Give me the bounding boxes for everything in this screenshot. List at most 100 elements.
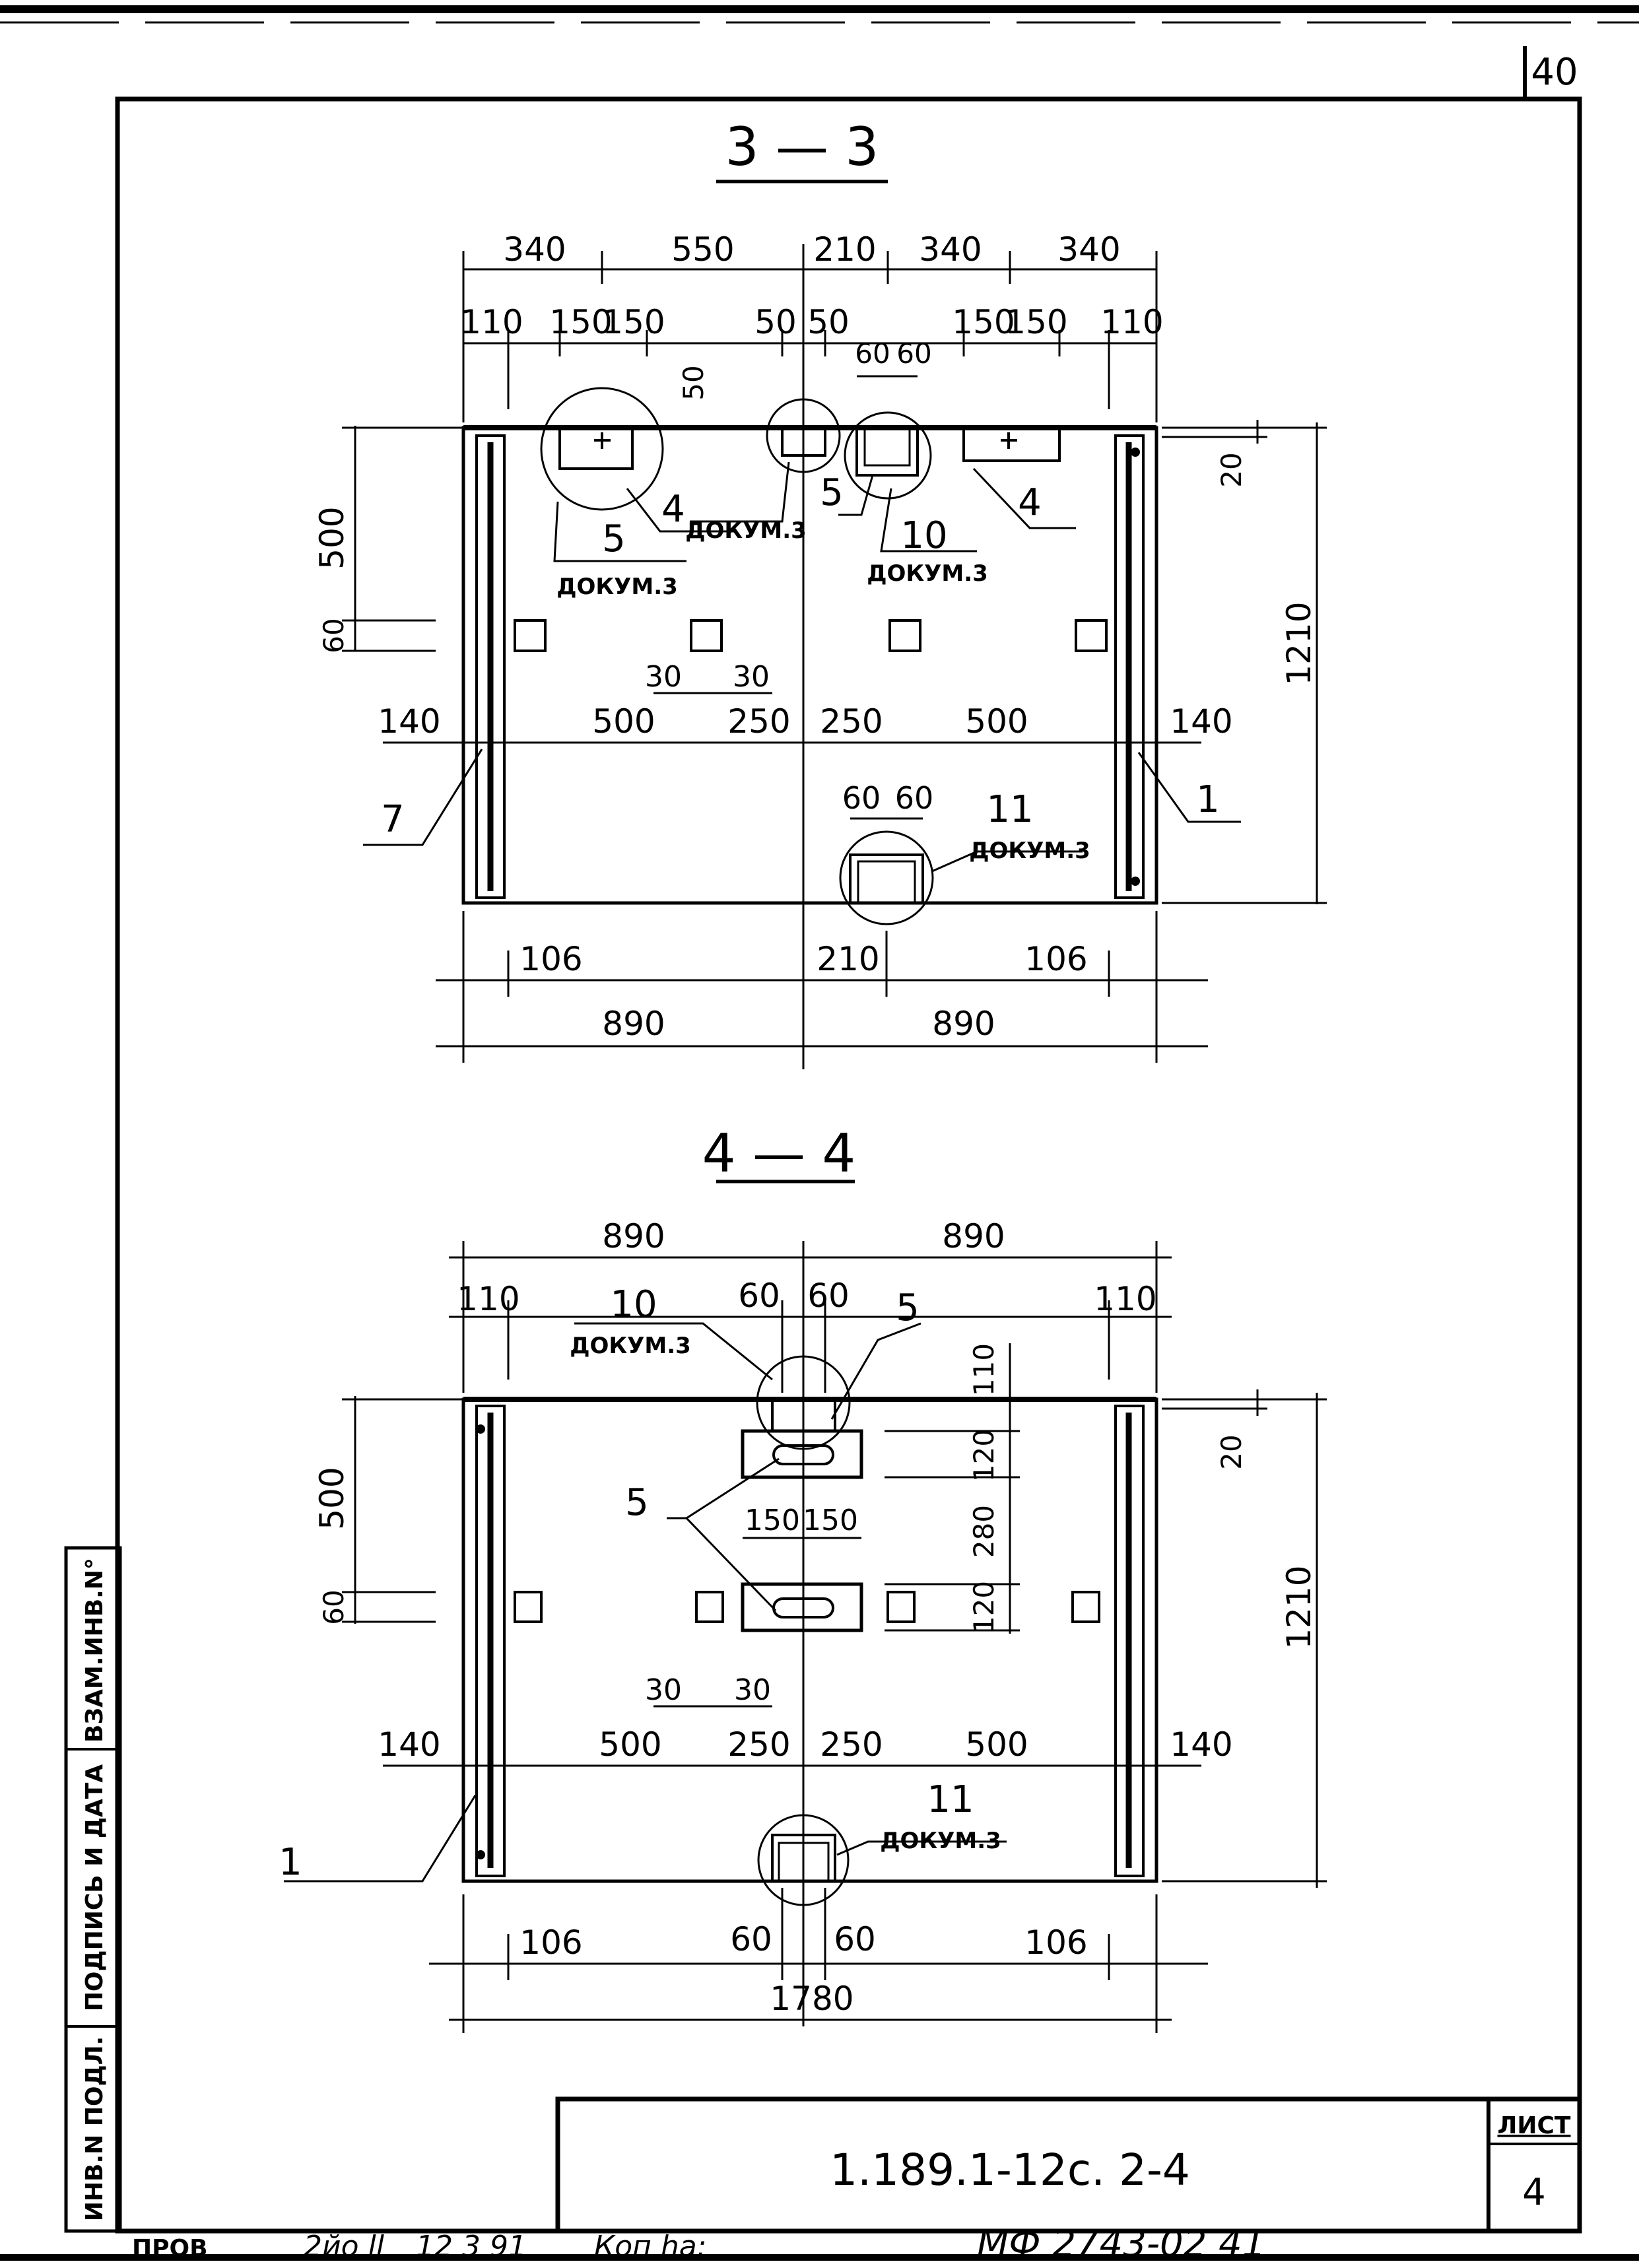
list-label: ЛИСТ bbox=[1497, 2112, 1570, 2139]
section-4-4: 4 — 4 890 bbox=[279, 1123, 1327, 2033]
page-number: 40 bbox=[1531, 51, 1578, 94]
callout-44-5b: 5 bbox=[625, 1481, 649, 1524]
dim-33-sub-left-1: 150 bbox=[549, 303, 612, 341]
dim-33-top-1: 550 bbox=[671, 230, 734, 269]
dim-33-row-3: 250 bbox=[820, 702, 883, 741]
dim-44-sub-2: 60 bbox=[807, 1277, 850, 1315]
dim-33-top-4: 340 bbox=[1057, 230, 1120, 269]
dim-33-top-2: 210 bbox=[813, 230, 876, 269]
dim-44-vert-2: 280 bbox=[968, 1505, 1000, 1558]
callout-44-11-doc: ДОКУМ.3 bbox=[880, 1828, 1001, 1854]
dim-44-bottom-0: 106 bbox=[519, 1923, 582, 1962]
dim-44-left-1: 60 bbox=[318, 1589, 350, 1624]
dim-33-sub-right-0: 150 bbox=[952, 303, 1015, 341]
dim-33-top-3: 340 bbox=[919, 230, 982, 269]
dim-44-sub-1: 60 bbox=[738, 1277, 780, 1315]
callout-44-5a: 5 bbox=[896, 1286, 920, 1329]
dim-44-inner-1: 30 bbox=[734, 1673, 771, 1707]
dim-33-lower-0: 60 bbox=[842, 780, 881, 816]
dim-44-bottom-3: 106 bbox=[1024, 1923, 1087, 1962]
dim-44-mid-1: 150 bbox=[803, 1504, 858, 1537]
dim-44-top-0: 890 bbox=[602, 1217, 665, 1255]
dim-33-right-20: 20 bbox=[1215, 452, 1248, 487]
dim-44-vert-0: 110 bbox=[968, 1343, 1000, 1396]
dim-44-sub-0: 110 bbox=[457, 1280, 519, 1318]
dim-44-row-2: 250 bbox=[727, 1725, 790, 1764]
callout-33-4a: 4 bbox=[661, 488, 685, 531]
dim-44-inner-0: 30 bbox=[645, 1673, 682, 1707]
callout-44-10-doc: ДОКУМ.3 bbox=[570, 1333, 691, 1359]
page-number-box: 40 bbox=[1523, 46, 1581, 100]
callout-33-5a-doc: ДОКУМ.3 bbox=[556, 574, 678, 600]
callout-33-11-doc: ДОКУМ.3 bbox=[969, 838, 1090, 864]
dim-44-sub-3: 110 bbox=[1094, 1280, 1156, 1318]
dim-33-total-0: 890 bbox=[602, 1005, 665, 1043]
dim-33-row-1: 500 bbox=[592, 702, 655, 741]
callout-33-10-doc: ДОКУМ.3 bbox=[867, 560, 988, 587]
dim-44-top-1: 890 bbox=[942, 1217, 1005, 1255]
dim-33-vert-50: 50 bbox=[677, 365, 710, 400]
callout-33-4b: 4 bbox=[1018, 481, 1042, 524]
dim-33-row-4: 500 bbox=[965, 702, 1028, 741]
dim-44-row-0: 140 bbox=[378, 1725, 440, 1764]
side-stamp: ВЗАМ.ИНВ.N° ПОДПИСЬ И ДАТА ИНВ.N ПОДЛ. bbox=[64, 1546, 122, 2233]
dim-44-row-5: 140 bbox=[1170, 1725, 1232, 1764]
dim-33-right-1210: 1210 bbox=[1280, 601, 1318, 685]
dim-33-sub-left-0: 110 bbox=[460, 303, 523, 341]
dim-33-inner-0: 30 bbox=[645, 660, 682, 694]
section-4-4-title: 4 — 4 bbox=[702, 1123, 856, 1184]
footer-date: 12 3 91 bbox=[416, 2230, 527, 2263]
list-number: 4 bbox=[1522, 2171, 1546, 2214]
dim-33-left-1: 60 bbox=[318, 618, 350, 653]
callout-33-11: 11 bbox=[986, 788, 1033, 831]
dim-44-bottom-1: 60 bbox=[730, 1920, 772, 1958]
dim-44-vert-3: 120 bbox=[968, 1581, 1000, 1634]
section-3-3: 3 — 3 bbox=[313, 116, 1327, 1069]
dim-33-row-5: 140 bbox=[1170, 702, 1232, 741]
footer: ПРОВ 2йо ll 12 3 91 Коп ha: МФ 2743-02 4… bbox=[132, 2222, 1265, 2265]
dim-33-left-0: 500 bbox=[313, 506, 351, 569]
dim-44-vert-1: 120 bbox=[968, 1429, 1000, 1482]
callout-44-11: 11 bbox=[927, 1778, 974, 1821]
dim-44-right-1210: 1210 bbox=[1280, 1565, 1318, 1649]
dim-44-right-20: 20 bbox=[1215, 1434, 1248, 1469]
dim-33-bottom-1: 210 bbox=[817, 940, 879, 978]
stamp-original-inv: ИНВ.N ПОДЛ. bbox=[81, 2036, 108, 2221]
title-block: 1.189.1-12с. 2-4 ЛИСТ 4 bbox=[555, 2096, 1582, 2234]
callout-33-7: 7 bbox=[381, 798, 405, 841]
footer-kop: Коп ha: bbox=[594, 2230, 707, 2263]
dim-44-bottom-2: 60 bbox=[834, 1920, 876, 1958]
dim-33-bottom-2: 106 bbox=[1024, 940, 1087, 978]
dim-33-sub-right-2: 110 bbox=[1100, 303, 1163, 341]
section-3-3-title: 3 — 3 bbox=[725, 116, 879, 178]
footer-sign: 2йо ll bbox=[304, 2230, 385, 2263]
dim-33-sub-mid2-0: 60 bbox=[855, 337, 890, 370]
dim-44-row-1: 500 bbox=[599, 1725, 661, 1764]
callout-33-5a: 5 bbox=[602, 517, 626, 560]
dim-44-total: 1780 bbox=[770, 1980, 853, 2018]
stamp-sign-date: ПОДПИСЬ И ДАТА bbox=[81, 1764, 108, 2012]
footer-prov: ПРОВ bbox=[132, 2235, 208, 2262]
dim-33-bottom-0: 106 bbox=[519, 940, 582, 978]
dim-33-lower-1: 60 bbox=[895, 780, 934, 816]
dim-44-mid-0: 150 bbox=[745, 1504, 800, 1537]
dim-33-top-0: 340 bbox=[503, 230, 566, 269]
footer-archive: МФ 2743-02 41 bbox=[977, 2222, 1265, 2265]
callout-44-10: 10 bbox=[610, 1283, 657, 1326]
stamp-replaced-inv: ВЗАМ.ИНВ.N° bbox=[81, 1558, 108, 1743]
callout-33-10: 10 bbox=[900, 514, 947, 557]
dim-44-row-3: 250 bbox=[820, 1725, 883, 1764]
dim-33-inner-1: 30 bbox=[733, 660, 770, 694]
slab-outline-44 bbox=[461, 1397, 1158, 1883]
dim-33-row-0: 140 bbox=[378, 702, 440, 741]
dim-33-row-2: 250 bbox=[727, 702, 790, 741]
dim-33-sub-mid2-1: 60 bbox=[896, 337, 931, 370]
dim-33-sub-right-1: 150 bbox=[1005, 303, 1067, 341]
dim-44-row-4: 500 bbox=[965, 1725, 1028, 1764]
callout-33-4a-doc: ДОКУМ.3 bbox=[685, 517, 807, 544]
dim-33-total-1: 890 bbox=[932, 1005, 995, 1043]
dim-33-sub-mid-0: 50 bbox=[754, 303, 797, 341]
dim-33-sub-left-2: 150 bbox=[602, 303, 665, 341]
callout-44-1: 1 bbox=[279, 1841, 302, 1884]
